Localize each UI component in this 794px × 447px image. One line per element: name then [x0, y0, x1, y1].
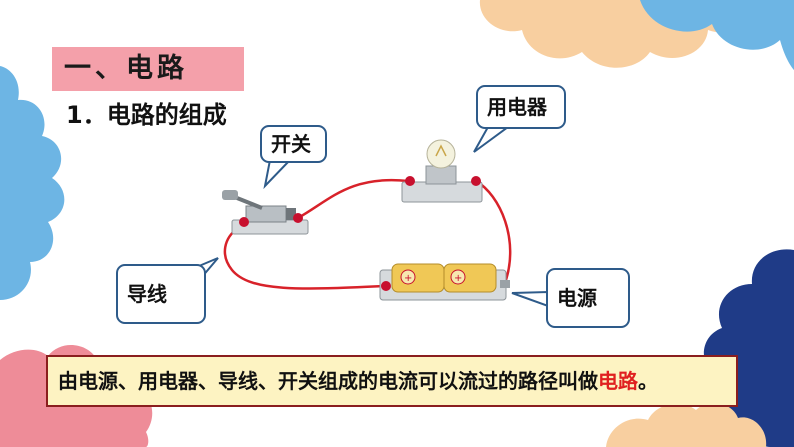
definition-end: 。	[638, 369, 658, 393]
callout-tail-power	[511, 290, 549, 308]
svg-text:+: +	[404, 273, 412, 284]
blue-cloud-top-right	[640, 0, 794, 70]
callout-power: 电源	[546, 268, 630, 328]
definition-text: 由电源、用电器、导线、开关组成的电流可以流过的路径叫做	[58, 369, 598, 393]
callout-appliance: 用电器	[476, 85, 566, 129]
power-label: 电源	[557, 286, 597, 310]
callout-tail-appliance	[473, 126, 512, 153]
light-bulb	[401, 139, 483, 203]
wire-bulb-to-battery	[475, 179, 512, 284]
wire-label: 导线	[127, 282, 167, 306]
section-title: 一、电路	[52, 47, 244, 91]
appliance-label: 用电器	[487, 95, 547, 119]
wire-battery-to-switch	[223, 226, 386, 290]
callout-switch: 开关	[260, 125, 327, 163]
blue-cloud-left	[0, 0, 65, 300]
callout-tail-switch	[263, 159, 293, 190]
definition-term: 电路	[598, 369, 638, 393]
knife-switch	[222, 190, 309, 235]
definition-box: 由电源、用电器、导线、开关组成的电流可以流过的路径叫做电路。	[46, 355, 738, 407]
switch-label: 开关	[271, 132, 311, 156]
callout-wire: 导线	[116, 264, 206, 324]
wire-switch-to-bulb	[297, 178, 409, 220]
battery-pack: + +	[379, 263, 510, 301]
peach-cloud-bottom-right	[606, 403, 767, 447]
svg-text:+: +	[454, 273, 462, 284]
subsection-title: 1．电路的组成	[66, 101, 227, 129]
